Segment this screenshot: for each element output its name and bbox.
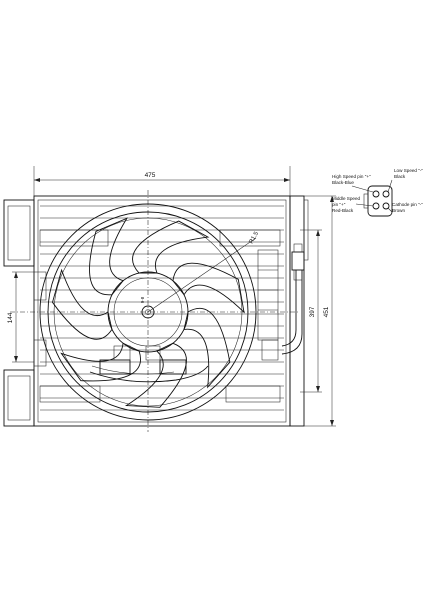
center-lines: [10, 190, 300, 432]
cathode-color: Brown: [392, 208, 405, 213]
hub-label: 9-8: [140, 296, 145, 303]
dimension-fan-height: 397: [300, 229, 322, 393]
fan-blade: [125, 342, 187, 408]
radius-label: R1.5: [249, 230, 261, 245]
dimension-offset-label: 144: [7, 312, 14, 323]
svg-text:Middle Speed pin "+": Middle Speed pin "+" Red-Black: [332, 196, 361, 213]
middle-speed-color: Red-Black: [332, 208, 354, 213]
high-speed-color: Black-Blue: [332, 180, 354, 185]
dimension-fan-height-label: 397: [309, 306, 316, 317]
shroud-frame: [3, 195, 309, 427]
high-speed-label: High Speed pin "+": [332, 174, 371, 179]
low-speed-color: Black: [394, 174, 406, 179]
fan-blades: [51, 217, 245, 408]
fan-blade: [183, 307, 231, 389]
middle-speed-label: Middle Speed: [332, 196, 361, 201]
dimension-height-label: 451: [323, 306, 330, 317]
radiator-core: [40, 205, 284, 411]
fan-blade: [132, 220, 210, 274]
fan-blade: [60, 342, 141, 382]
connector-pinout: High Speed pin "+" Black-Blue Low Speed …: [332, 168, 424, 217]
cathode-label: Cathode pin "-": [392, 202, 423, 207]
svg-text:Cathode pin "-" Brown: Cathode pin "-" Brown: [392, 202, 424, 213]
svg-text:Low Speed "-" Black: Low Speed "-" Black: [394, 168, 424, 179]
dimension-offset: 144: [7, 271, 34, 363]
low-speed-label: Low Speed "-": [394, 168, 423, 173]
middle-speed-pin: pin "+": [332, 202, 346, 207]
dimension-width-label: 475: [145, 172, 156, 179]
resistor-block: [89, 345, 209, 383]
svg-text:High Speed pin "+" Black: High Speed pin "+" Black-Blue: [332, 174, 372, 185]
fan-blade: [51, 268, 113, 340]
dimension-width: 475: [33, 166, 291, 196]
fan-blade: [89, 217, 128, 296]
dimension-height: 451: [304, 195, 336, 427]
